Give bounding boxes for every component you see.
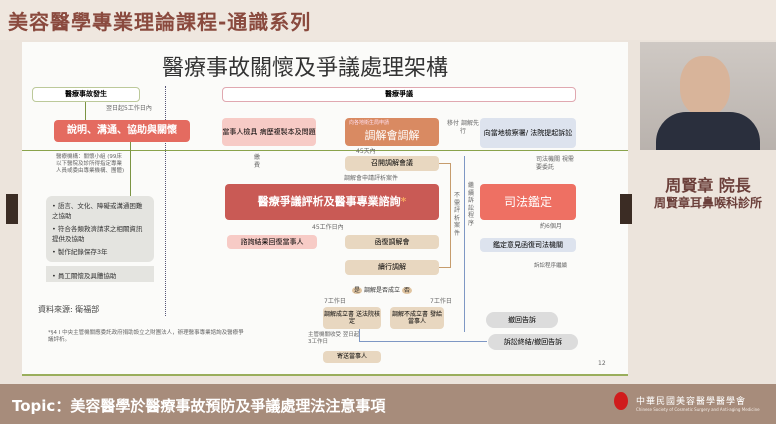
divider bbox=[22, 150, 628, 151]
label: 45工作日內 bbox=[312, 224, 344, 231]
page-number: 12 bbox=[598, 360, 606, 367]
slide: 醫療事故關懷及爭議處理架構 醫療事故發生 翌日起5工作日內 說明、溝通、協助與關… bbox=[22, 42, 628, 376]
bullet: • 語言、文化、障礙或溝通困難之協助 bbox=[52, 202, 143, 220]
label: 移付 調解先行 bbox=[447, 120, 479, 135]
speaker-suit bbox=[656, 112, 760, 150]
label: 向各地衛生局申請 bbox=[349, 120, 390, 126]
eval-box: 醫療爭議評析及醫事專業諮詢* bbox=[225, 184, 439, 220]
society-logo-icon bbox=[614, 392, 628, 410]
label: 7工作日 bbox=[324, 298, 346, 305]
label: 45天內 bbox=[356, 148, 376, 155]
mediation-box: 調解會調解 bbox=[345, 118, 439, 146]
arrow bbox=[439, 163, 451, 268]
care-list: • 語言、文化、障礙或溝通困難之協助 • 符合各類救濟請求之相關資訊提供及協助 … bbox=[46, 196, 154, 262]
judicial-box: 司法鑑定 bbox=[480, 184, 576, 220]
judicial-reply-box: 鑑定意見函復司法機關 bbox=[480, 238, 576, 252]
course-title: 美容醫學專業理論課程-通識系列 bbox=[8, 10, 312, 34]
continue-box: 續行調解 bbox=[345, 260, 439, 275]
care-box: 說明、溝通、協助與關懷 bbox=[54, 120, 190, 142]
footnote: *§4 I 中央主管機關應委託政府捐助設立之財團法人，辦理醫事專業諮詢及醫療爭議… bbox=[48, 330, 244, 343]
topic-banner bbox=[0, 384, 776, 424]
no-badge: 否 bbox=[401, 287, 412, 294]
send-box: 寄送當事人 bbox=[323, 351, 381, 363]
header-bar bbox=[0, 0, 776, 40]
society-name: 中華民國美容醫學醫學會 bbox=[636, 397, 747, 407]
bullet: • 製作紀錄保存3年 bbox=[52, 248, 108, 256]
success-box: 調解成立書 送法院核定 bbox=[323, 307, 381, 329]
decision-label: 調解是否成立 bbox=[363, 287, 400, 294]
footnote-star: * bbox=[400, 195, 407, 209]
prev-slide-handle[interactable] bbox=[6, 194, 18, 224]
topic-text: Topic：美容醫學於醫療事故預防及爭議處理法注意事項 bbox=[12, 397, 386, 415]
eval-label: 醫療爭議評析及醫事專業諮詢 bbox=[257, 195, 401, 209]
arrow bbox=[464, 156, 465, 332]
org-note: 醫療機構：關懷小組 (99床以下醫院及診所得指定專業人員或委由專業機構、團體) bbox=[56, 154, 125, 174]
label: 調解會申請評析案件 bbox=[344, 175, 399, 182]
label: 不需評析案件 bbox=[454, 192, 461, 237]
next-slide-handle[interactable] bbox=[620, 194, 632, 224]
end-box: 訴訟終結/撤回告訴 bbox=[488, 334, 578, 350]
label: 7工作日 bbox=[430, 298, 452, 305]
staff-care: • 員工關懷及具體協助 bbox=[46, 266, 154, 282]
dispute-box: 醫療爭議 bbox=[222, 87, 576, 102]
arrow bbox=[130, 142, 131, 214]
arrow bbox=[359, 329, 487, 342]
meeting-box: 召開調解會議 bbox=[345, 156, 439, 171]
event-box: 醫療事故發生 bbox=[32, 87, 140, 102]
fail-box: 調解不成立書 發給當事人 bbox=[390, 307, 444, 329]
speaker-face bbox=[680, 56, 730, 116]
label: 翌日起5工作日內 bbox=[106, 105, 152, 112]
withdraw-box: 撤回告訴 bbox=[486, 312, 558, 328]
slide-title: 醫療事故關懷及爭議處理架構 bbox=[162, 56, 449, 81]
label: 司法機關 視需要委託 bbox=[536, 156, 574, 171]
reply-party-box: 諮詢結果回復當事人 bbox=[227, 235, 317, 249]
source: 資料來源: 衛福部 bbox=[38, 305, 100, 314]
party-box: 當事人檢具 病歷複製本及問題 bbox=[222, 118, 316, 146]
arrow bbox=[85, 102, 86, 120]
divider bbox=[165, 86, 166, 316]
court-box: 向當地檢察署/ 法院提起訴訟 bbox=[480, 118, 576, 148]
bullet: • 符合各類救濟請求之相關資訊提供及協助 bbox=[52, 225, 143, 243]
society-name-en: Chinese Society of Cosmetic Surgery and … bbox=[636, 407, 760, 412]
speaker-video bbox=[640, 42, 776, 150]
label: 繳 費 bbox=[254, 154, 261, 169]
label: 繼續訴訟程序 bbox=[468, 182, 475, 227]
yes-badge: 是 bbox=[352, 287, 363, 294]
reply-mediation-box: 函復調解會 bbox=[345, 235, 439, 249]
label: 約6個月 bbox=[540, 223, 562, 230]
decision-diamond: 是 調解是否成立 否 bbox=[352, 287, 412, 295]
speaker-clinic: 周賢章耳鼻喉科診所 bbox=[653, 196, 762, 210]
speaker-name: 周賢章 院長 bbox=[665, 176, 751, 195]
label: 主管機關收受 翌日起3工作日 bbox=[308, 332, 360, 345]
label: 訴訟程序繼續 bbox=[534, 263, 568, 269]
